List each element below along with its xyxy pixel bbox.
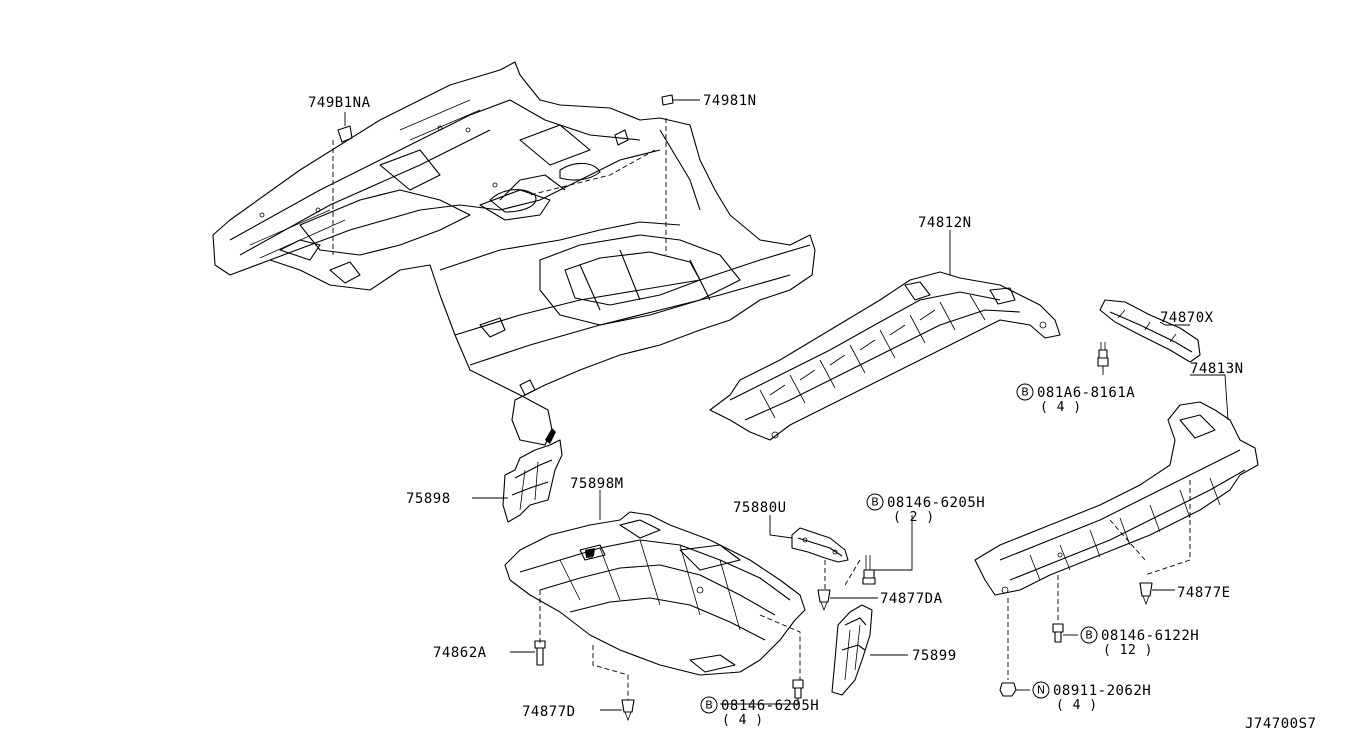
floor-pan-assembly	[212, 61, 816, 446]
nut-08911-2062h	[999, 598, 1030, 697]
bolt-08146-6205h-top	[844, 515, 913, 586]
label-74870x: 74870X	[1160, 310, 1214, 326]
qty-08911-2062h: ( 4 )	[1056, 698, 1098, 713]
fastener-b-icon	[700, 696, 718, 714]
label-08911-2062h: 08911-2062H	[1053, 683, 1151, 699]
qty-081a6-8161a: ( 4 )	[1040, 400, 1082, 415]
label-74862a: 74862A	[433, 645, 487, 661]
bracket-75880u	[769, 515, 849, 590]
label-08146-6205h-bottom: 08146-6205H	[721, 698, 819, 714]
label-74981n: 74981N	[703, 93, 757, 109]
plug-749b1na	[332, 112, 353, 255]
fastener-b-icon	[1080, 626, 1098, 644]
fastener-b-icon	[866, 493, 884, 511]
label-08146-6122h: 08146-6122H	[1101, 628, 1199, 644]
label-74877d: 74877D	[522, 704, 576, 720]
label-75880u: 75880U	[733, 500, 787, 516]
fastener-n-icon	[1032, 681, 1050, 699]
clip-74877d	[600, 699, 635, 722]
undercover-75898m	[504, 490, 806, 700]
plug-74981n	[529, 94, 700, 255]
diagram-id: J74700S7	[1245, 716, 1316, 732]
label-75899: 75899	[912, 648, 957, 664]
qty-08146-6205h-top: ( 2 )	[893, 510, 935, 525]
bolt-08146-6205h-bottom	[720, 679, 804, 705]
label-74877e: 74877E	[1177, 585, 1231, 601]
label-74812n: 74812N	[918, 215, 972, 231]
undercover-74812n	[709, 230, 1061, 441]
clip-74877e	[1139, 582, 1175, 606]
label-081a6-8161a: 081A6-8161A	[1037, 385, 1135, 401]
fastener-prefix-f2: B	[871, 496, 879, 509]
clip-74862a	[510, 640, 546, 666]
undercover-74813n	[974, 374, 1259, 596]
qty-08146-6205h-bottom: ( 4 )	[722, 713, 764, 728]
fastener-prefix-f5: B	[705, 699, 713, 712]
fastener-b-icon	[1016, 383, 1034, 401]
label-74813n: 74813N	[1190, 361, 1244, 377]
label-74877da: 74877DA	[880, 591, 943, 607]
clip-74877da	[817, 589, 878, 612]
label-749b1na: 749B1NA	[308, 95, 371, 111]
label-75898m: 75898M	[570, 476, 624, 492]
cover-75899	[831, 604, 908, 696]
cover-75898	[472, 439, 563, 523]
label-75898: 75898	[406, 491, 451, 507]
fastener-prefix-f4: N	[1037, 684, 1045, 697]
fastener-prefix-f3: B	[1085, 629, 1093, 642]
qty-08146-6122h: ( 12 )	[1103, 643, 1153, 658]
label-08146-6205h-top: 08146-6205H	[887, 495, 985, 511]
bolt-08146-6122h	[1052, 575, 1078, 643]
bracket-74870x	[1099, 299, 1201, 363]
fastener-prefix-f1: B	[1021, 386, 1029, 399]
bolt-081a6	[1097, 342, 1109, 375]
